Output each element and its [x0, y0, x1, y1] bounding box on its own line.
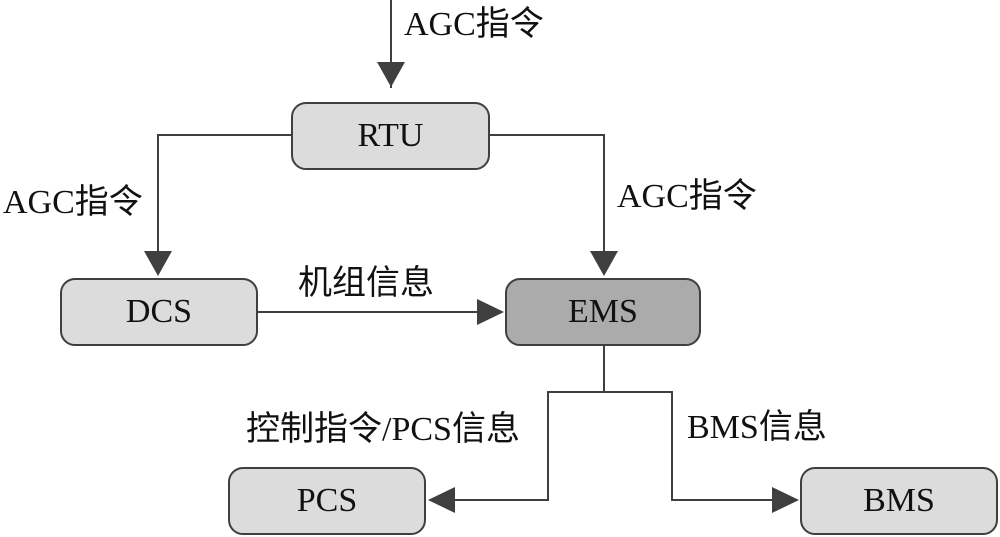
ems-label: EMS: [568, 293, 638, 330]
arrowhead-bms: [772, 487, 799, 513]
bms-info-label: BMS信息: [687, 409, 827, 446]
agc-command-label-right: AGC指令: [617, 178, 757, 215]
agc-command-label-left: AGC指令: [3, 184, 143, 221]
bms-node: BMS: [800, 467, 998, 535]
arrowhead-ems-top: [590, 251, 618, 276]
arrowhead-rtu: [377, 62, 405, 87]
pcs-node: PCS: [228, 467, 426, 535]
control-command-pcs-info-label: 控制指令/PCS信息: [246, 411, 520, 448]
rtu-node: RTU: [291, 102, 490, 170]
bms-label: BMS: [863, 482, 935, 519]
rtu-label: RTU: [357, 117, 424, 154]
agc-command-label-top: AGC指令: [404, 6, 544, 43]
dcs-label: DCS: [125, 293, 193, 330]
unit-info-label: 机组信息: [298, 265, 434, 302]
ems-node: EMS: [505, 278, 701, 346]
edge-rtu-to-dcs: [157, 134, 291, 262]
dcs-node: DCS: [60, 278, 258, 346]
edge-rtu-to-ems: [490, 134, 605, 262]
arrowhead-dcs: [144, 251, 172, 276]
edge-ems-to-bms: [604, 391, 776, 501]
pcs-label: PCS: [296, 482, 358, 519]
arrowhead-pcs: [428, 487, 455, 513]
edge-ems-to-pcs: [450, 391, 604, 501]
arrowhead-ems-left: [477, 299, 504, 325]
